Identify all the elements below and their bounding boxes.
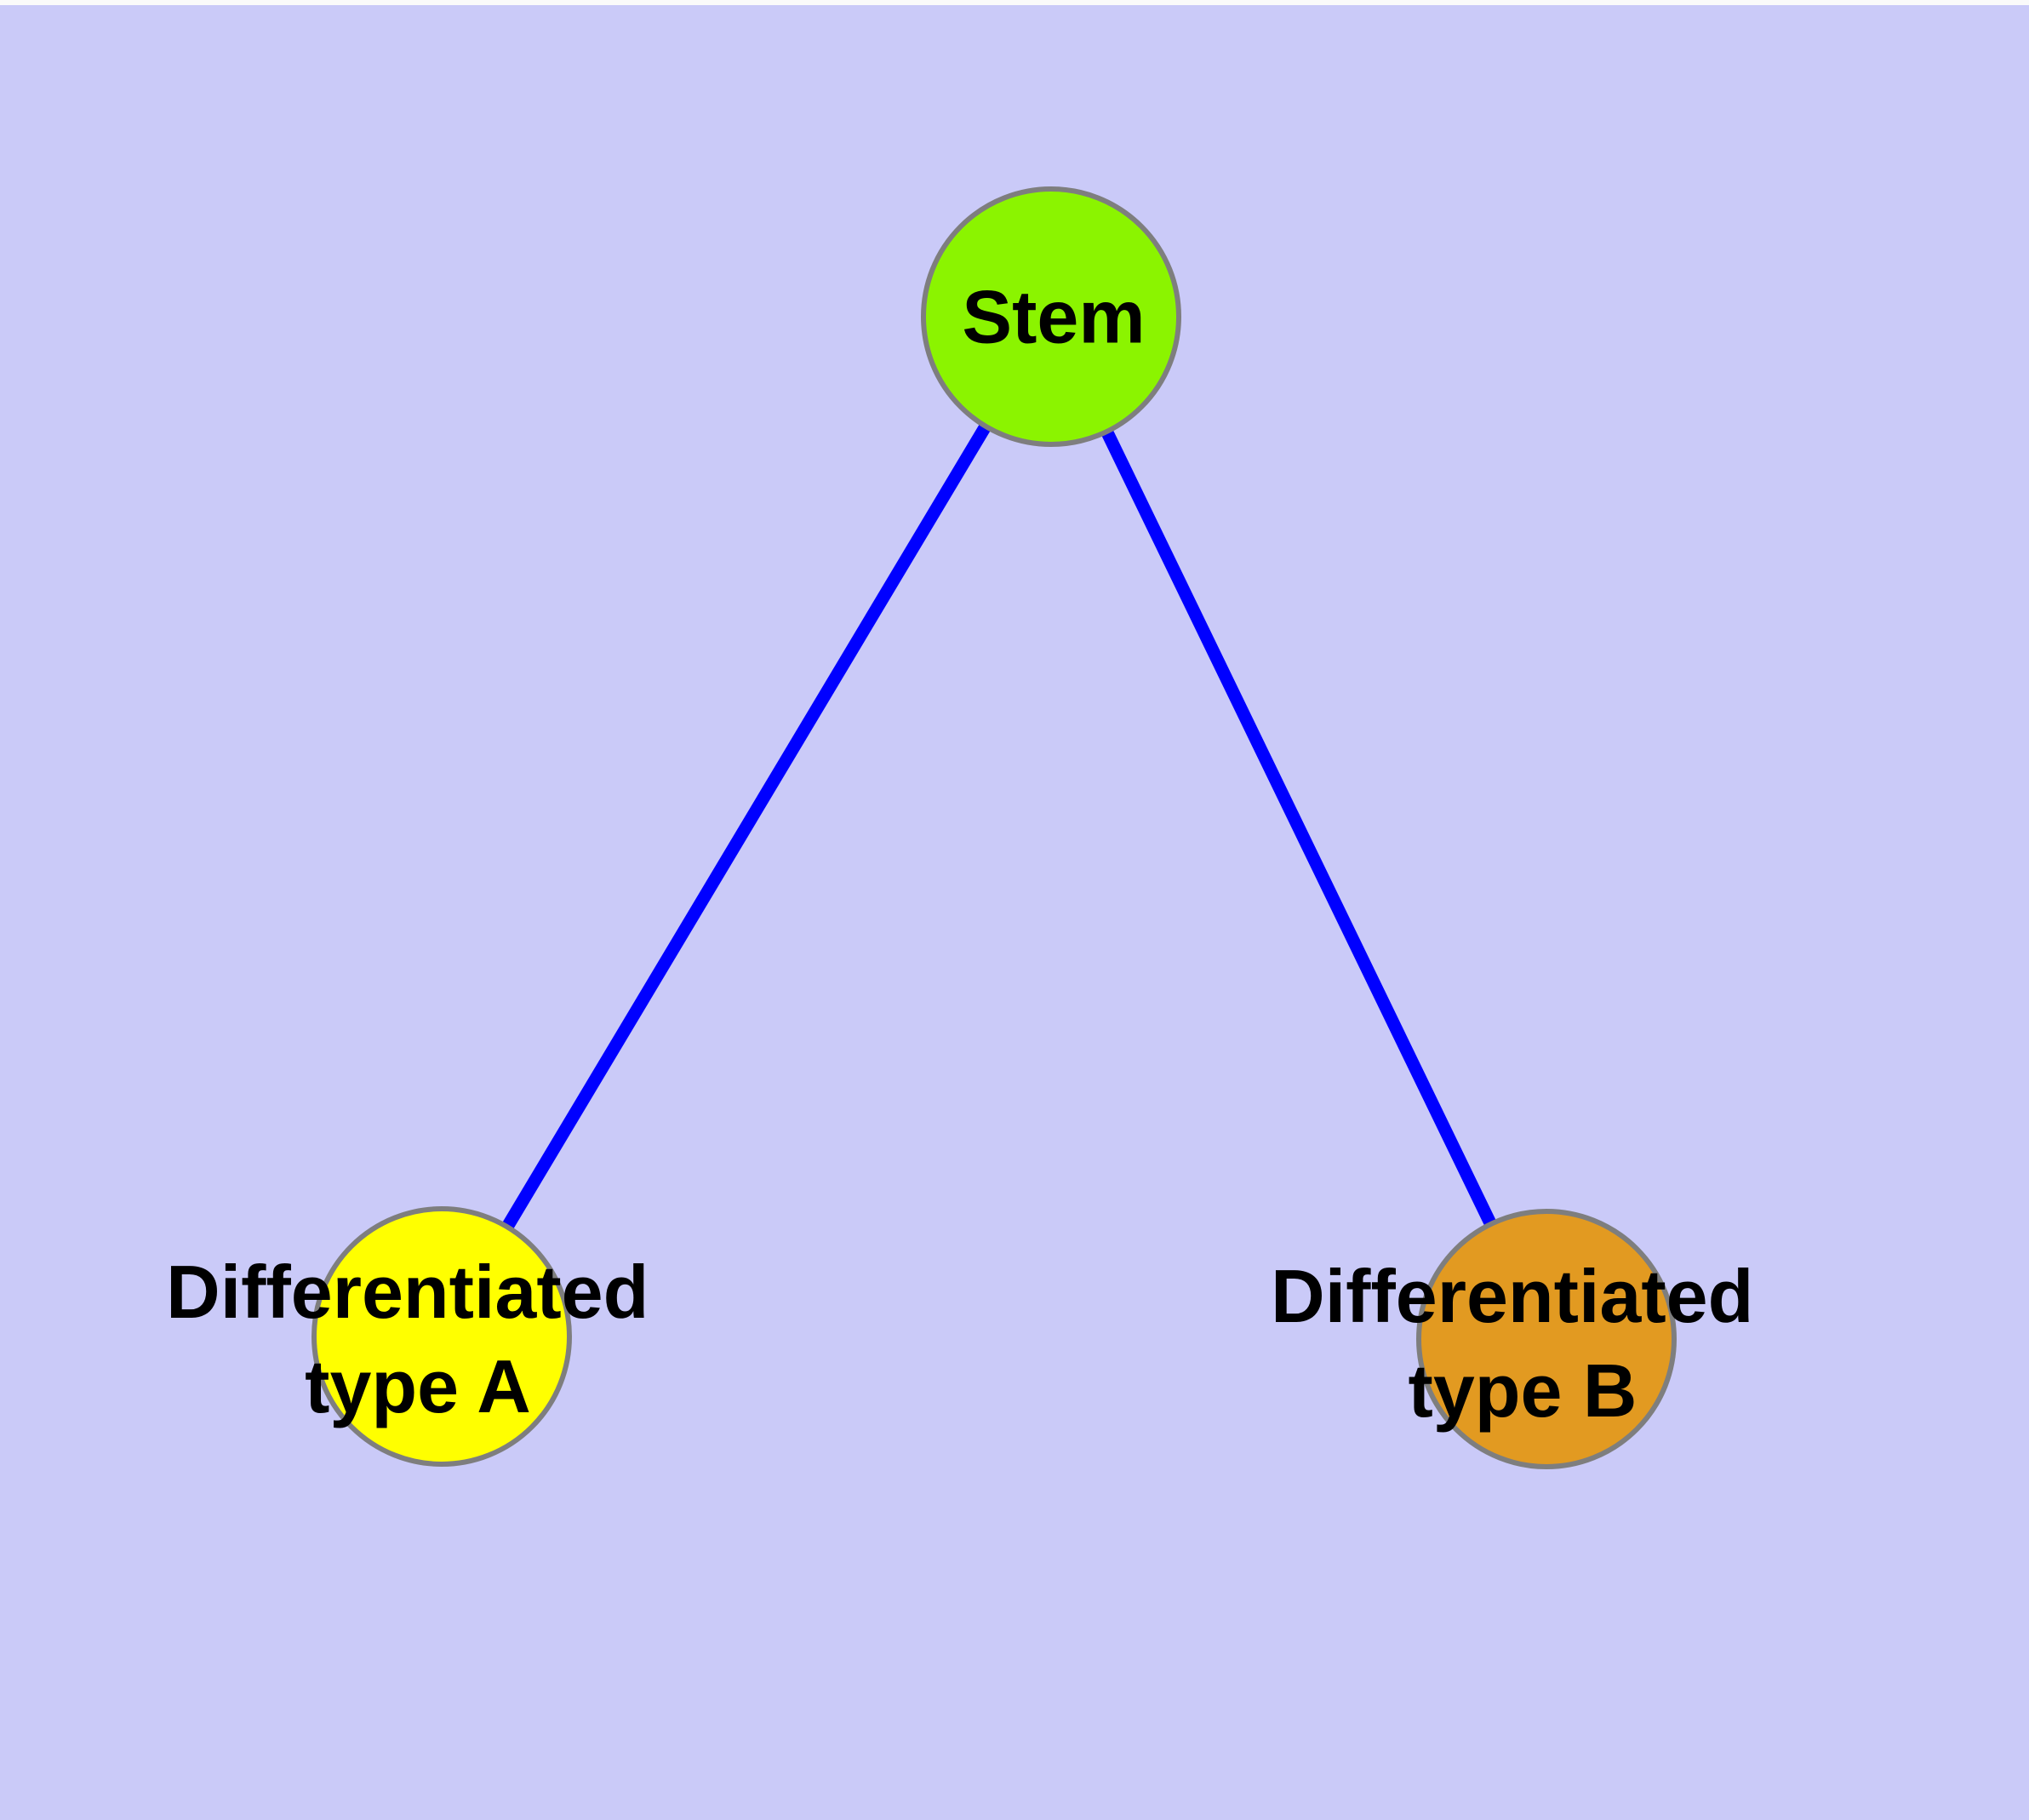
node-type-a-label-line2: type A [305, 1344, 531, 1428]
node-type-b-label-line1: Differentiated [1271, 1254, 1753, 1338]
node-type-a-label: Differentiated type A [166, 1250, 670, 1428]
node-type-b-circle [1416, 1209, 1677, 1469]
node-stem-circle [921, 186, 1181, 447]
top-margin-strip [0, 0, 2029, 5]
node-stem-label: Stem [962, 275, 1145, 359]
node-type-b-label: Differentiated type B [1271, 1254, 1775, 1433]
node-type-a-circle [311, 1206, 572, 1467]
node-type-a-label-line1: Differentiated [166, 1250, 649, 1334]
edge-stem-to-type-a [436, 313, 1057, 1340]
node-type-b-label-line2: type B [1409, 1348, 1637, 1433]
edge-stem-to-type-b [1045, 313, 1552, 1342]
